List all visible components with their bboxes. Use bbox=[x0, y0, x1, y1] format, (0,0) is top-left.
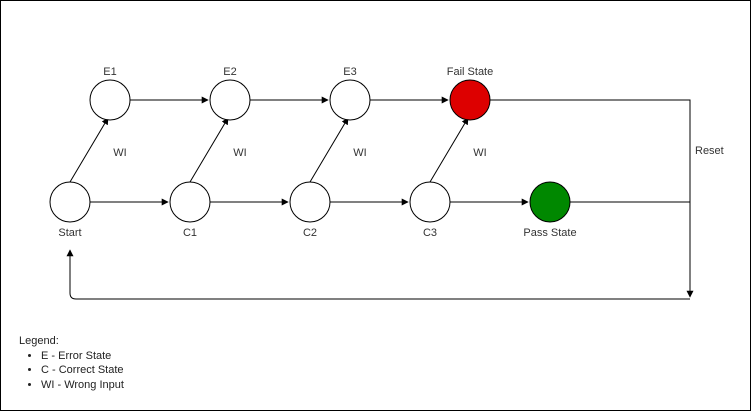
node-e1 bbox=[89, 79, 131, 121]
node-c2 bbox=[289, 181, 331, 223]
label-e2: E2 bbox=[223, 66, 236, 78]
label-wi-2: WI bbox=[233, 147, 246, 159]
label-wi-1: WI bbox=[113, 147, 126, 159]
node-c1 bbox=[169, 181, 211, 223]
label-start: Start bbox=[58, 227, 81, 239]
node-fail bbox=[449, 79, 491, 121]
legend-item-error: E - Error State bbox=[41, 349, 124, 364]
legend-list: E - Error State C - Correct State WI - W… bbox=[19, 349, 124, 393]
edge-start-e1 bbox=[69, 117, 109, 183]
node-e2 bbox=[209, 79, 251, 121]
edge-fail-reset bbox=[490, 99, 694, 298]
label-e1: E1 bbox=[103, 66, 116, 78]
node-e3 bbox=[329, 79, 371, 121]
edge-reset-start bbox=[66, 249, 690, 300]
edge-c1-e2 bbox=[189, 117, 229, 183]
label-pass: Pass State bbox=[523, 227, 576, 239]
label-c1: C1 bbox=[183, 227, 197, 239]
node-c3 bbox=[409, 181, 451, 223]
edge-c2-e3 bbox=[309, 117, 349, 183]
legend-item-wrong-input: WI - Wrong Input bbox=[41, 378, 124, 393]
label-fail: Fail State bbox=[447, 66, 493, 78]
legend: Legend: E - Error State C - Correct Stat… bbox=[19, 334, 124, 392]
node-start bbox=[49, 181, 91, 223]
label-c3: C3 bbox=[423, 227, 437, 239]
label-c2: C2 bbox=[303, 227, 317, 239]
legend-title: Legend: bbox=[19, 335, 59, 347]
legend-item-correct: C - Correct State bbox=[41, 363, 124, 378]
edge-c3-fail bbox=[429, 117, 469, 183]
node-pass bbox=[529, 181, 571, 223]
label-wi-4: WI bbox=[473, 147, 486, 159]
label-e3: E3 bbox=[343, 66, 356, 78]
label-wi-3: WI bbox=[353, 147, 366, 159]
label-reset: Reset bbox=[695, 145, 724, 157]
